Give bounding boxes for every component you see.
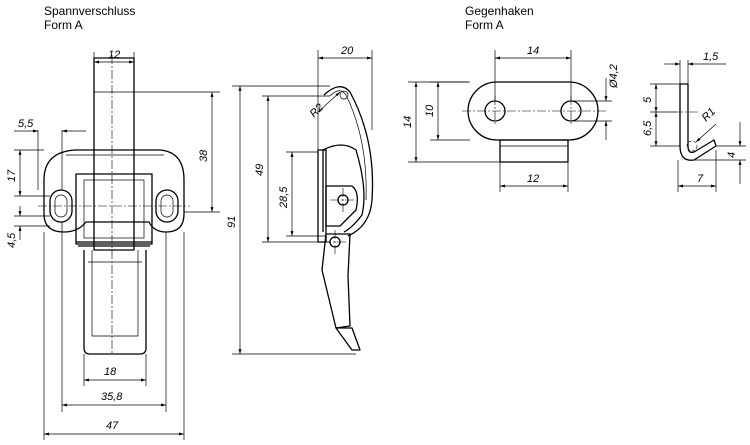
latch-side-view <box>317 86 374 351</box>
dim-height-91: 91 <box>226 216 238 228</box>
dim-height-10: 10 <box>424 104 436 117</box>
hook-title: Gegenhaken <box>465 4 534 18</box>
dim-thickness-1-5: 1,5 <box>703 51 719 63</box>
latch-front-dimensions: 12 38 5,5 17 4,5 18 35,8 47 <box>6 49 220 440</box>
dim-height-17: 17 <box>6 169 18 182</box>
dim-width-35-8: 35,8 <box>101 391 123 403</box>
dim-length-7: 7 <box>697 173 704 185</box>
dim-width-47: 47 <box>106 420 119 432</box>
dim-height-28-5: 28,5 <box>278 186 290 209</box>
dim-length-12: 12 <box>527 173 539 185</box>
latch-side-dimensions: 20 R2 91 49 28,5 <box>226 45 373 355</box>
hook-top-view <box>462 81 606 163</box>
hook-top-dimensions: 14 14 10 Ø4,2 12 <box>402 45 620 192</box>
dim-height-4: 4 <box>726 152 738 158</box>
latch-subtitle: Form A <box>44 18 83 32</box>
dim-small-4-5: 4,5 <box>6 232 18 248</box>
dim-hole-diameter: Ø4,2 <box>608 64 620 89</box>
latch-title: Spannverschluss <box>44 4 135 18</box>
hook-subtitle: Form A <box>465 18 504 32</box>
dim-radius-r2: R2 <box>308 102 326 120</box>
dim-height-14: 14 <box>402 116 414 128</box>
dim-hole-offset: 5,5 <box>18 118 34 130</box>
dim-inner-18: 18 <box>104 366 117 378</box>
dim-radius-r1: R1 <box>700 106 718 124</box>
hook-side-dimensions: 1,5 5 6,5 R1 4 7 <box>642 51 746 192</box>
dim-width-12: 12 <box>108 49 120 61</box>
dim-height-49: 49 <box>254 164 266 176</box>
dim-length-14: 14 <box>527 45 539 57</box>
dim-depth-20: 20 <box>340 45 354 57</box>
dim-height-6-5: 6,5 <box>642 120 654 136</box>
dim-height-5: 5 <box>642 96 654 103</box>
latch-front-view <box>38 55 190 355</box>
hook-side-view <box>674 83 717 161</box>
dim-height-38: 38 <box>198 149 210 162</box>
